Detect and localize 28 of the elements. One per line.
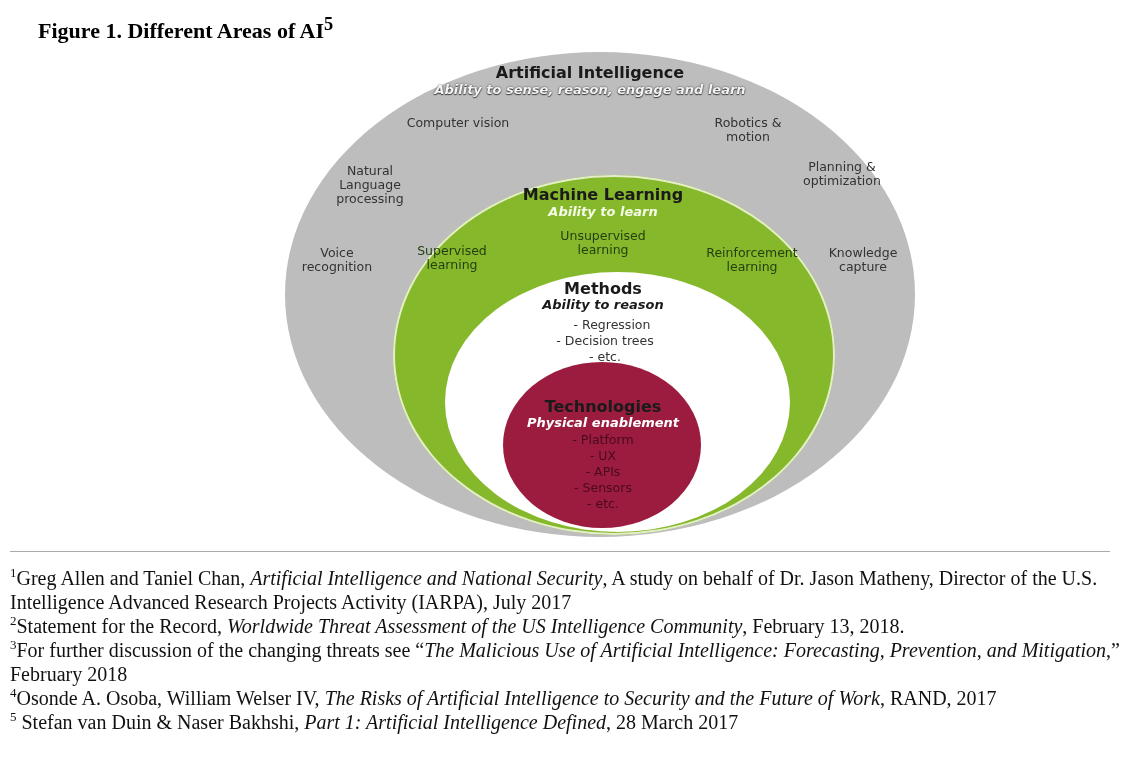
area-item: Unsupervised learning	[559, 229, 647, 257]
footnote: $^{4}$Osonde A. Osoba, William Welser IV, The Risks of Artificial Intelligence to Security and the Future of Work, RAND, 2017	[10, 686, 998, 710]
area-subtitle: Ability to learn	[546, 205, 659, 220]
area-item: Voice recognition	[300, 246, 374, 274]
footnote: $^{5}$ Stefan van Duin & Naser Bakhshi, Part 1: Artificial Intelligence Defined, 28 March 2017	[10, 710, 740, 734]
area-item: - Regression	[572, 318, 652, 332]
area-item: - etc.	[588, 350, 622, 364]
area-item: Computer vision	[405, 116, 511, 130]
area-subtitle: Physical enablement	[525, 416, 681, 431]
area-item: - UX	[588, 449, 618, 463]
footnote: $^{2}$Statement for the Record, Worldwide Threat Assessment of the US Intelligence Community, February 13, 2018.	[10, 614, 906, 638]
area-item: Knowledge capture	[827, 246, 899, 274]
area-item: - etc.	[586, 497, 620, 511]
figure-title: Figure 1. Different Areas of AI$^{5}$	[38, 14, 334, 45]
area-item: - Platform	[571, 433, 635, 447]
area-heading: Methods	[563, 280, 643, 298]
area-item: - Sensors	[573, 481, 633, 495]
area-item: - Decision trees	[555, 334, 655, 348]
area-item: - APIs	[584, 465, 622, 479]
area-item: Robotics & motion	[713, 116, 783, 144]
area-subtitle: Ability to reason	[540, 298, 665, 313]
area-heading: Artificial Intelligence	[494, 64, 686, 82]
area-heading: Technologies	[543, 398, 663, 416]
footnote: $^{3}$For further discussion of the changing threats see “The Malicious Use of Artificial Intelligence: Forecasting, Prevention, and Mitigation,” February 2018	[10, 638, 1120, 686]
footnote: $^{1}$Greg Allen and Taniel Chan, Artificial Intelligence and National Security, A study on behalf of Dr. Jason Matheny, Director of the U.S. Intelligence Advanced Research Projects Activity (IARPA), July 2017	[10, 566, 1099, 614]
area-heading: Machine Learning	[521, 186, 685, 204]
area-item: Natural Language processing	[335, 164, 405, 206]
area-item: Planning & optimization	[802, 160, 882, 188]
